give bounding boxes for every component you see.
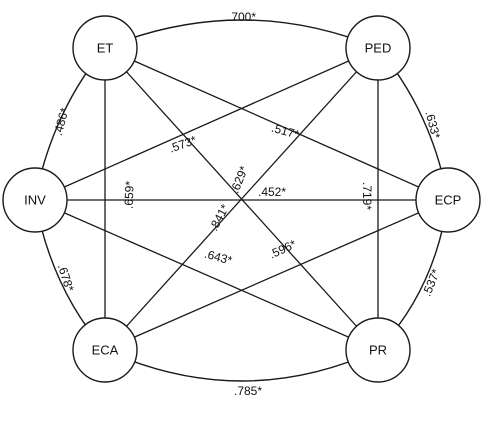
node-eca-label: ECA: [92, 343, 119, 358]
node-ped: PED: [345, 15, 411, 81]
node-et-circle: [72, 15, 138, 81]
edge-ped-eca-label: .841*: [207, 202, 233, 234]
node-eca-circle: [72, 317, 138, 383]
edge-et-inv-label: .486*: [51, 106, 72, 137]
edge-et-ecp-label: .517*: [270, 121, 301, 142]
edge-ped-pr-label: .719*: [360, 182, 374, 210]
node-ped-label: PED: [365, 41, 392, 56]
edge-inv-eca-label: .678*: [55, 262, 77, 293]
edge-inv-ped: [34, 47, 379, 201]
edge-inv-pr-label: .643*: [203, 247, 234, 268]
node-inv-label: INV: [24, 193, 46, 208]
node-pr: PR: [345, 317, 411, 383]
edge-et-ped: [104, 19, 379, 49]
node-ecp-label: ECP: [435, 193, 462, 208]
node-ped-circle: [345, 15, 411, 81]
edge-et-eca-label: .659*: [122, 180, 137, 209]
node-inv: INV: [2, 167, 68, 233]
node-et: ET: [72, 15, 138, 81]
edge-inv-ped-label: .573*: [167, 133, 198, 156]
edge-inv-ecp-label: .452*: [258, 185, 286, 199]
edge-ped-eca: [104, 47, 379, 351]
edge-inv-pr: [34, 199, 379, 351]
edge-et-pr-label: .629*: [227, 164, 251, 196]
edge-ecp-eca: [104, 199, 449, 351]
edge-ecp-pr-label: .537*: [419, 267, 443, 299]
node-pr-label: PR: [369, 343, 387, 358]
edge-et-ecp: [104, 47, 449, 201]
node-inv-circle: [2, 167, 68, 233]
edge-eca-pr: [104, 349, 379, 382]
node-et-label: ET: [97, 41, 114, 56]
node-pr-circle: [345, 317, 411, 383]
edge-eca-pr-label: .785*: [234, 384, 262, 398]
node-ecp: ECP: [415, 167, 481, 233]
node-eca: ECA: [72, 317, 138, 383]
node-ecp-circle: [415, 167, 481, 233]
edge-et-ped-label: .700*: [228, 10, 256, 24]
